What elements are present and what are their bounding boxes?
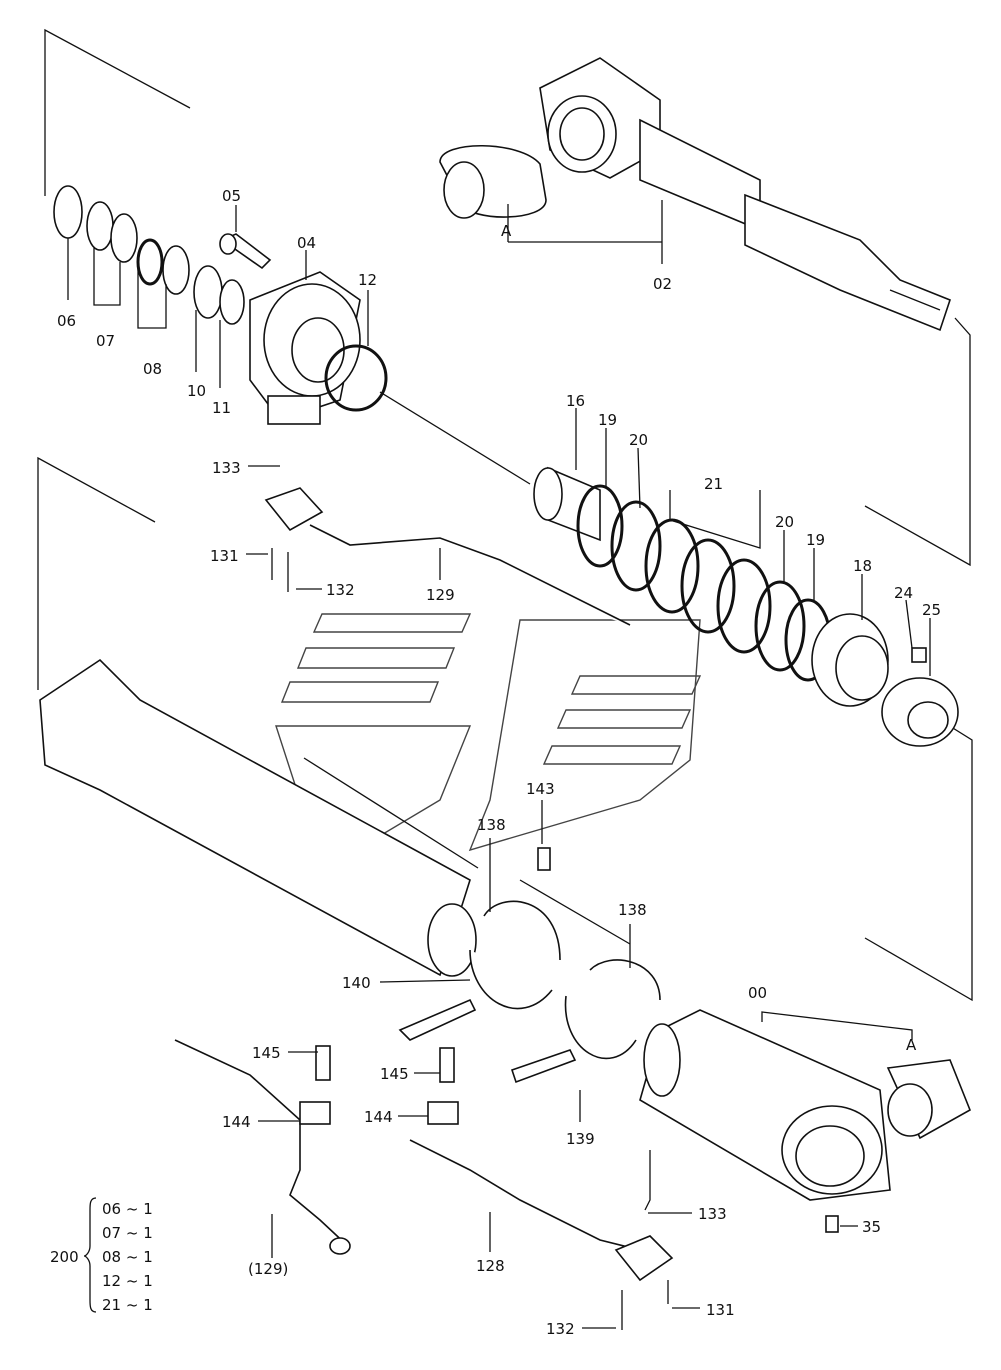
label-128: 128: [476, 1257, 505, 1275]
cylinder-head-04: [219, 233, 361, 425]
label-139: 139: [566, 1130, 595, 1148]
label-06: 06: [57, 312, 76, 330]
label-144-right: 144: [364, 1108, 393, 1126]
label-leaders: [67, 200, 931, 1329]
label-ref-a-top: A: [501, 222, 512, 240]
seal-set: [53, 185, 245, 325]
label-144-left: 144: [222, 1113, 251, 1131]
label-129: 129: [426, 586, 455, 604]
label-133-bottom: 133: [698, 1205, 727, 1223]
label-25: 25: [922, 601, 941, 619]
label-138-right: 138: [618, 901, 647, 919]
label-143: 143: [526, 780, 555, 798]
piston-assembly: [533, 466, 959, 747]
kit-item: 08 ~ 1: [102, 1248, 153, 1266]
label-138-left: 138: [477, 816, 506, 834]
pipe-128: [409, 1139, 674, 1330]
clamps: [299, 847, 661, 1125]
kit-item: 12 ~ 1: [102, 1272, 153, 1290]
label-12: 12: [358, 271, 377, 289]
label-08: 08: [143, 360, 162, 378]
label-145-right: 145: [380, 1065, 409, 1083]
bracket-lines: [37, 28, 973, 1002]
pipe-129: [264, 487, 631, 626]
label-18: 18: [853, 557, 872, 575]
kit-number: 200: [50, 1248, 79, 1266]
cylinder-tube: [39, 658, 477, 977]
label-11: 11: [212, 399, 231, 417]
kit-item: 07 ~ 1: [102, 1224, 153, 1242]
label-16: 16: [566, 392, 585, 410]
label-21: 21: [704, 475, 723, 493]
label-10: 10: [187, 382, 206, 400]
label-131-top: 131: [210, 547, 239, 565]
label-20-bottom: 20: [775, 513, 794, 531]
label-02: 02: [653, 275, 672, 293]
label-24: 24: [894, 584, 913, 602]
label-04: 04: [297, 234, 316, 252]
kit-item: 06 ~ 1: [102, 1200, 153, 1218]
label-132-bottom: 132: [546, 1320, 575, 1338]
label-20-top: 20: [629, 431, 648, 449]
label-ref-a-bottom: A: [906, 1036, 917, 1054]
kit-contents: 200 06 ~ 1 07 ~ 1 08 ~ 1 12 ~ 1 21 ~ 1: [50, 1197, 153, 1314]
label-140: 140: [342, 974, 371, 992]
label-133-top: 133: [212, 459, 241, 477]
label-145-left: 145: [252, 1044, 281, 1062]
kit-item: 21 ~ 1: [102, 1296, 153, 1314]
cylinder-00: [639, 1009, 972, 1233]
pipe-129-lower: [174, 1039, 351, 1255]
label-35: 35: [862, 1218, 881, 1236]
label-19-top: 19: [598, 411, 617, 429]
label-132-top: 132: [326, 581, 355, 599]
label-129-ref: (129): [248, 1260, 288, 1278]
label-131-bottom: 131: [706, 1301, 735, 1319]
label-00: 00: [748, 984, 767, 1002]
piston-rod-02: [439, 57, 951, 332]
o-ring-12: [324, 344, 388, 412]
label-19-bottom: 19: [806, 531, 825, 549]
label-05: 05: [222, 187, 241, 205]
label-07: 07: [96, 332, 115, 350]
